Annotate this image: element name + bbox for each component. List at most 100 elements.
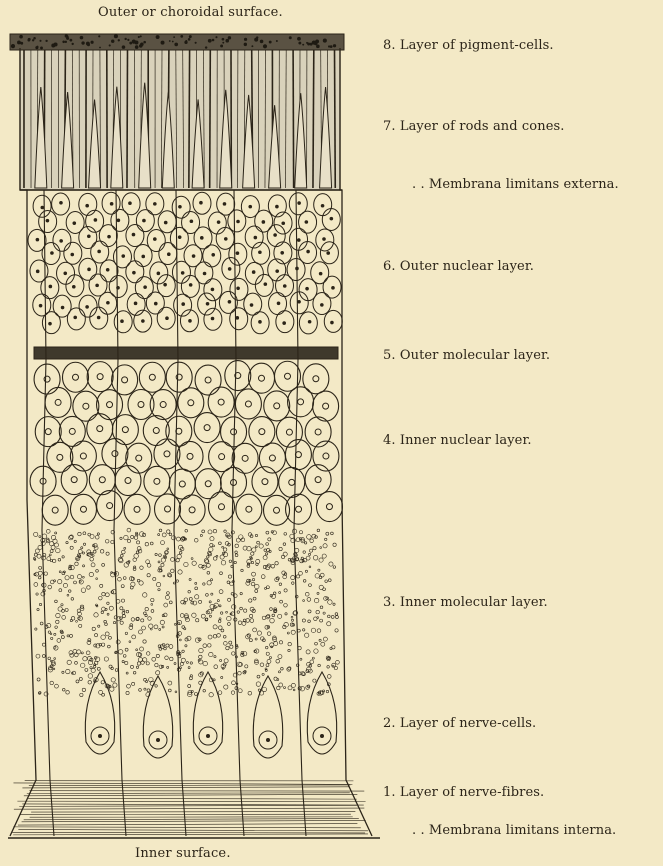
granule	[308, 620, 311, 623]
nucleolus	[132, 233, 136, 237]
granule	[218, 542, 221, 545]
pigment-granule	[323, 39, 327, 43]
granule	[125, 632, 127, 634]
granule	[99, 596, 103, 600]
nucleolus	[258, 250, 262, 254]
rod	[127, 50, 128, 188]
nucleolus	[273, 233, 277, 237]
granule	[223, 548, 227, 552]
granule	[62, 615, 66, 619]
granule	[123, 577, 126, 580]
granule	[94, 634, 97, 637]
granule	[35, 628, 37, 630]
pigment-granule	[80, 36, 84, 40]
nerve-fibre	[24, 819, 359, 820]
granule	[50, 660, 52, 662]
granule	[274, 641, 278, 645]
granule	[44, 572, 47, 575]
granule	[160, 620, 164, 624]
granule	[105, 539, 109, 543]
granule	[158, 534, 160, 536]
granule	[120, 621, 123, 624]
pigment-granule	[161, 41, 165, 45]
granule	[40, 622, 43, 625]
nucleolus	[59, 239, 63, 243]
granule	[252, 578, 254, 580]
inner-nuclear-cell	[97, 390, 123, 420]
granule	[256, 682, 261, 687]
granule	[220, 659, 222, 661]
granule	[203, 661, 207, 665]
granule	[178, 632, 182, 636]
nucleolus	[189, 283, 193, 287]
granule	[231, 612, 235, 616]
granule	[315, 642, 318, 645]
granule	[218, 691, 222, 695]
granule	[252, 548, 256, 552]
granule	[125, 648, 128, 651]
inner-nucleus	[122, 427, 128, 433]
granule	[241, 569, 243, 571]
pigment-granule	[66, 37, 69, 40]
nucleolus	[262, 220, 266, 224]
rods-and-cones-layer	[20, 48, 342, 190]
nerve-fibre	[27, 798, 357, 799]
granule	[53, 539, 57, 543]
granule	[299, 571, 303, 575]
granule	[209, 693, 213, 697]
granule	[129, 641, 131, 643]
granule	[335, 629, 338, 632]
nucleolus	[211, 288, 215, 292]
granule	[123, 610, 125, 612]
granule	[266, 543, 269, 546]
granule	[324, 538, 326, 540]
granule	[276, 659, 280, 663]
granule	[54, 658, 56, 660]
nucleolus	[178, 235, 182, 239]
granule	[105, 593, 109, 597]
granule	[145, 680, 147, 682]
granule	[307, 598, 311, 602]
granule	[287, 667, 291, 671]
granule	[100, 584, 103, 587]
pigment-granule	[263, 44, 267, 48]
granule	[228, 598, 231, 601]
granule	[34, 553, 37, 556]
granule	[179, 551, 182, 554]
granule	[219, 618, 221, 620]
granule	[111, 572, 113, 574]
nerve-fibre	[27, 793, 350, 794]
nucleolus	[248, 205, 252, 209]
granule	[55, 600, 58, 603]
pigment-granule	[172, 41, 174, 43]
granule	[39, 535, 41, 537]
granule	[226, 646, 229, 649]
nerve-fibre	[22, 820, 366, 821]
granule	[203, 644, 207, 648]
granule	[201, 614, 205, 618]
pigment-granule	[98, 35, 100, 37]
granule	[82, 552, 84, 554]
granule	[278, 614, 282, 618]
granule	[250, 619, 254, 623]
granule	[177, 554, 181, 558]
granule	[168, 681, 172, 685]
nucleolus	[217, 220, 221, 224]
granule	[83, 532, 86, 535]
granule	[224, 659, 228, 663]
rod	[313, 50, 314, 188]
pigment-granule	[53, 42, 57, 46]
pigment-granule	[81, 41, 84, 44]
granule	[299, 531, 302, 534]
pigment-granule	[35, 46, 38, 49]
granule	[50, 681, 54, 685]
granule	[156, 671, 160, 675]
inner-nuclear-cell	[194, 413, 220, 443]
granule	[171, 558, 175, 562]
nucleolus	[97, 316, 101, 320]
granule	[283, 575, 287, 579]
pigment-granule	[39, 40, 41, 42]
granule	[148, 617, 152, 621]
outer-molecular-band	[34, 347, 338, 359]
granule	[310, 539, 314, 543]
